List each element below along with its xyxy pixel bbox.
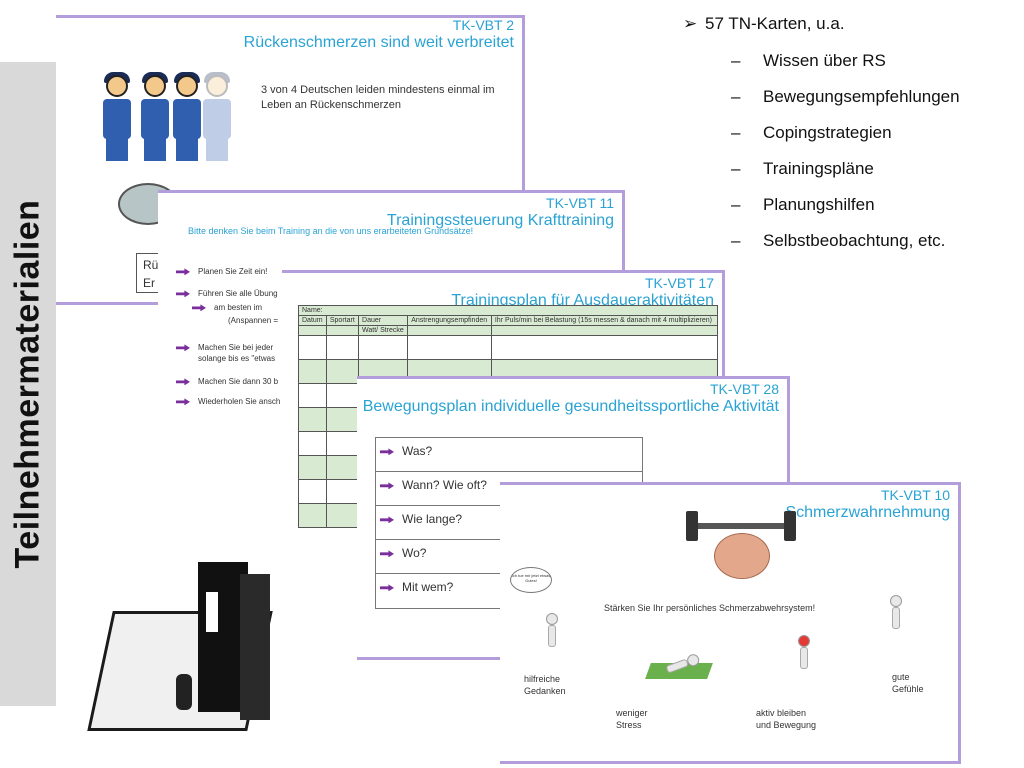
cartoon-figure-faded <box>198 72 234 165</box>
list-item: Wiederholen Sie ansch <box>176 397 280 407</box>
arrow-icon <box>380 550 394 558</box>
arrow-icon <box>176 268 190 276</box>
sub-bullet: –Wissen über RS <box>731 51 886 70</box>
person-figure-thinking <box>540 613 564 653</box>
binder-ring <box>176 674 192 710</box>
column-header: Ihr Puls/min bei Belastung (15s messen &… <box>490 315 719 326</box>
binder-label <box>206 592 218 632</box>
thought-bubble: Ich tue mir jetzt etwas Gutes! <box>510 567 552 593</box>
sub-bullet: –Planungshilfen <box>731 195 875 214</box>
cartoon-figure <box>98 72 134 165</box>
cartoon-figure <box>136 72 172 165</box>
arrow-icon <box>380 584 394 592</box>
binder-spine <box>198 562 248 712</box>
arrow-icon <box>192 304 206 312</box>
card-id: TK-VBT 11 <box>546 195 614 211</box>
cartoon-figure <box>168 72 204 165</box>
sub-bullet: –Copingstrategien <box>731 123 892 142</box>
dash-bullet-icon: – <box>731 195 741 214</box>
arrow-icon <box>176 398 190 406</box>
sub-bullet: –Bewegungsempfehlungen <box>731 87 960 106</box>
list-item-text: (Anspannen = <box>228 316 279 325</box>
arrowhead-bullet-icon: ➢ <box>683 14 698 33</box>
dash-bullet-icon: – <box>731 51 741 70</box>
card-vbt-10: TK-VBT 10 Schmerzwahrnehmung Stärken Sie… <box>500 482 961 764</box>
card-id: TK-VBT 2 <box>452 17 514 33</box>
arrow-icon <box>380 516 394 524</box>
arrow-icon <box>176 378 190 386</box>
brain-weightlifting-graphic <box>686 507 796 597</box>
card-title: Rückenschmerzen sind weit verbreitet <box>243 34 514 51</box>
dash-bullet-icon: – <box>731 123 741 142</box>
column-header: Anstrengungsempfinden <box>407 315 492 326</box>
partial-box-line: Er <box>143 276 155 290</box>
brain-icon <box>714 533 770 579</box>
question-item: Was? <box>375 437 643 471</box>
card-id: TK-VBT 17 <box>645 275 714 291</box>
list-item: Planen Sie Zeit ein! <box>176 267 267 277</box>
list-item: Führen Sie alle Übung <box>176 289 278 299</box>
binder-front <box>240 574 270 720</box>
main-bullet: ➢57 TN-Karten, u.a. <box>683 14 845 33</box>
column-header: Datum <box>298 315 327 326</box>
binder-image <box>87 556 273 734</box>
column-header: Dauer <box>358 315 409 326</box>
table-row <box>298 335 719 360</box>
person-figure-jumping <box>884 595 908 635</box>
sidebar-band <box>0 62 56 706</box>
sub-bullet: –Trainingspläne <box>731 159 874 178</box>
column-subheader: Watt/ Strecke <box>358 325 409 336</box>
card-text: 3 von 4 Deutschen leiden mindestens einm… <box>261 84 495 111</box>
list-item: Machen Sie bei jeder <box>176 343 273 353</box>
card-title: Schmerzwahrnehmung <box>785 504 950 521</box>
card-title: Trainingssteuerung Krafttraining <box>386 212 614 229</box>
person-figure-running <box>792 635 816 675</box>
arrow-icon <box>176 290 190 298</box>
list-item: am besten im <box>192 303 262 313</box>
table-name-label: Name: <box>298 305 718 316</box>
column-header: Sportart <box>325 315 360 326</box>
card-intro: Bitte denken Sie beim Training an die vo… <box>188 226 474 236</box>
dash-bullet-icon: – <box>731 231 741 250</box>
arrow-icon <box>380 448 394 456</box>
card-id: TK-VBT 28 <box>710 381 779 397</box>
dash-bullet-icon: – <box>731 159 741 178</box>
sidebar-title: Teilnehmermaterialien <box>8 199 47 569</box>
card-title: Bewegungsplan individuelle gesundheitssp… <box>362 398 779 415</box>
list-item-text: solange bis es "etwas <box>198 354 276 363</box>
sub-bullet: –Selbstbeobachtung, etc. <box>731 231 946 250</box>
arrow-icon <box>176 344 190 352</box>
card-id: TK-VBT 10 <box>881 487 950 503</box>
partial-box: Rü Er <box>136 253 166 293</box>
arrow-icon <box>380 482 394 490</box>
list-item: Machen Sie dann 30 b <box>176 377 278 387</box>
card-title: Trainingsplan für Ausdaueraktivitäten <box>451 292 714 309</box>
dash-bullet-icon: – <box>731 87 741 106</box>
card-caption: Stärken Sie Ihr persönliches Schmerzabwe… <box>604 603 816 613</box>
partial-box-line: Rü <box>143 258 159 272</box>
